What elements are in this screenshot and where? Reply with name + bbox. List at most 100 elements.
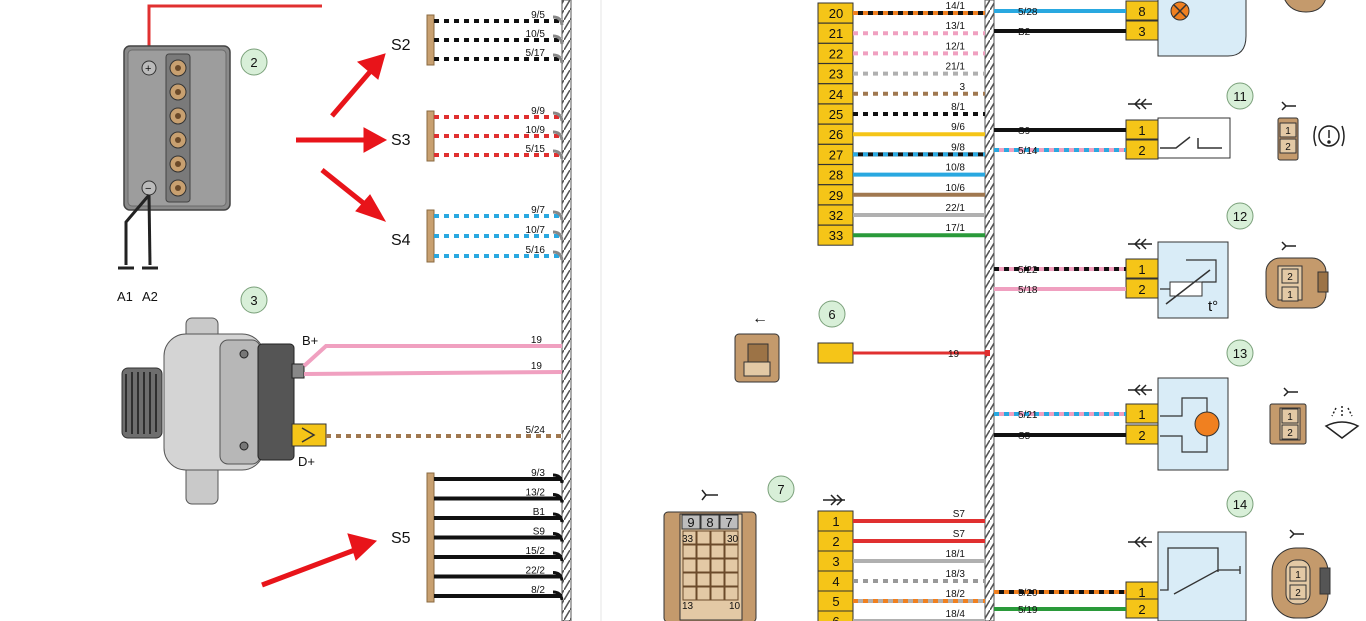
connector-7-cell bbox=[696, 586, 711, 601]
badge-n14 bbox=[1226, 490, 1254, 518]
label-bplus: B+ bbox=[302, 333, 318, 348]
s5-wire-end bbox=[552, 493, 564, 503]
component-11-plug-pin bbox=[1279, 122, 1297, 138]
battery-cell-core bbox=[175, 185, 181, 191]
component-13-wire-label: S5 bbox=[1018, 431, 1031, 442]
battery-cell-core bbox=[175, 65, 181, 71]
connector-7-top-pin bbox=[681, 514, 701, 530]
s2-wire-end bbox=[552, 15, 564, 26]
battery-cell-core bbox=[175, 137, 181, 143]
s5-wire-label: 13/2 bbox=[526, 488, 546, 499]
s5-wire-label: 9/3 bbox=[531, 468, 545, 479]
s4-bar bbox=[426, 209, 435, 263]
battery-ground-wire-a1 bbox=[124, 194, 151, 265]
component-11-plug-pin bbox=[1279, 138, 1297, 154]
s4-wire-label: 9/7 bbox=[531, 205, 545, 216]
connector-7-cell bbox=[724, 544, 739, 559]
connector-7-label-33: 33 bbox=[682, 534, 694, 545]
connector-7-key-icon bbox=[701, 489, 718, 501]
badge-label: 12 bbox=[1233, 209, 1247, 224]
component-13-wire-label: 5/21 bbox=[1018, 410, 1038, 421]
battery-plus-wire bbox=[147, 4, 322, 62]
s5-wire-label: S9 bbox=[533, 527, 546, 538]
component-11-pin-label: 1 bbox=[1138, 123, 1145, 138]
s3-wire-end bbox=[552, 130, 564, 141]
upper-pin-label: 29 bbox=[829, 188, 843, 203]
component-13-pin-label: 2 bbox=[1138, 428, 1145, 443]
s4-wire-label: 5/16 bbox=[526, 245, 546, 256]
lower-pin-label: 5 bbox=[832, 594, 839, 609]
s2-wire-end bbox=[552, 53, 564, 64]
connector-7-cell bbox=[710, 558, 725, 573]
switch-icon bbox=[1160, 136, 1222, 149]
connector-7-top-label: 7 bbox=[725, 515, 732, 530]
component-13-plug-pin-label: 2 bbox=[1287, 428, 1293, 439]
connector-7-cell bbox=[682, 572, 697, 587]
connector-7-cell bbox=[710, 572, 725, 587]
s5-wire-end bbox=[552, 551, 564, 562]
s2-wire-label: 10/5 bbox=[526, 29, 546, 40]
component-14-pin-label: 2 bbox=[1138, 602, 1145, 617]
lower-wire-label: 18/2 bbox=[946, 589, 966, 600]
s5-wire-end bbox=[552, 512, 564, 523]
connector-7-cell bbox=[724, 572, 739, 587]
lower-pin-label: 2 bbox=[832, 534, 839, 549]
s3-wire-label: 9/9 bbox=[531, 106, 545, 117]
component-12-plug-pin-label: 2 bbox=[1287, 272, 1293, 283]
component-11-wire-label: S9 bbox=[1018, 126, 1031, 137]
component-14-wire-label: 5/19 bbox=[1018, 605, 1038, 616]
lower-pin-label: 4 bbox=[832, 574, 839, 589]
lower-wire-label: 18/1 bbox=[946, 549, 966, 560]
s4-wire-end bbox=[552, 210, 564, 221]
s5-wire-end bbox=[552, 590, 564, 601]
label-dplus: D+ bbox=[298, 454, 315, 469]
upper-wire-label: 9/6 bbox=[951, 122, 965, 133]
connector-6-pin bbox=[817, 342, 854, 364]
s3-wire-label: 5/15 bbox=[526, 144, 546, 155]
upper-pin-label: 32 bbox=[829, 208, 843, 223]
label-a1: A1 bbox=[117, 289, 133, 304]
pin-arrow-icon bbox=[1128, 98, 1152, 110]
label-a2: A2 bbox=[142, 289, 158, 304]
connector-7-cell bbox=[696, 544, 711, 559]
badge-label: 11 bbox=[1233, 89, 1247, 104]
component-14-plug-pin-label: 1 bbox=[1295, 570, 1301, 581]
upper-pin-label: 26 bbox=[829, 127, 843, 142]
component-10-wire-label: B2 bbox=[1018, 27, 1031, 38]
s5-wire-end bbox=[552, 473, 564, 484]
component-14-plug-pin-label: 2 bbox=[1295, 588, 1301, 599]
connector-7-cell bbox=[696, 530, 711, 545]
badge-n13 bbox=[1226, 339, 1254, 367]
battery-cell-core bbox=[175, 113, 181, 119]
upper-wire-label: 22/1 bbox=[946, 203, 966, 214]
upper-pin-label: 23 bbox=[829, 67, 843, 82]
switch-14-icon bbox=[1160, 547, 1241, 595]
generator bbox=[121, 317, 305, 505]
component-11-wire-label: 5/14 bbox=[1018, 146, 1038, 157]
badge-n2 bbox=[240, 48, 268, 76]
component-14-plug-pin bbox=[1289, 584, 1307, 600]
s5-wire-label: 8/2 bbox=[531, 585, 545, 596]
component-13-plug-pin bbox=[1281, 424, 1299, 440]
connector-7-cell bbox=[696, 572, 711, 587]
warning-lamp-icon bbox=[1313, 125, 1345, 147]
upper-wire-label: 21/1 bbox=[946, 62, 966, 73]
badge-label: 14 bbox=[1233, 497, 1247, 512]
connector-7-cell bbox=[710, 544, 725, 559]
component-11-panel bbox=[1157, 117, 1231, 159]
connector-7-label-30: 30 bbox=[727, 534, 739, 545]
connector-7-top-label: 9 bbox=[687, 515, 694, 530]
upper-wire-label: 10/8 bbox=[946, 163, 966, 174]
upper-pin-label: 24 bbox=[829, 87, 843, 102]
connector-7-cell bbox=[682, 586, 697, 601]
badge-n11 bbox=[1226, 82, 1254, 110]
plug-key-icons bbox=[1281, 101, 1304, 539]
badge-label: 6 bbox=[828, 307, 835, 322]
badge-n3 bbox=[240, 286, 268, 314]
component-10-pin-label: 3 bbox=[1138, 24, 1145, 39]
connector-7-cell bbox=[682, 530, 697, 545]
component-11-plug-pin-label: 1 bbox=[1285, 126, 1291, 137]
upper-pin-label: 27 bbox=[829, 147, 843, 162]
connector-7-label-10: 10 bbox=[729, 601, 741, 612]
component-12-wire-label: 5/18 bbox=[1018, 285, 1038, 296]
